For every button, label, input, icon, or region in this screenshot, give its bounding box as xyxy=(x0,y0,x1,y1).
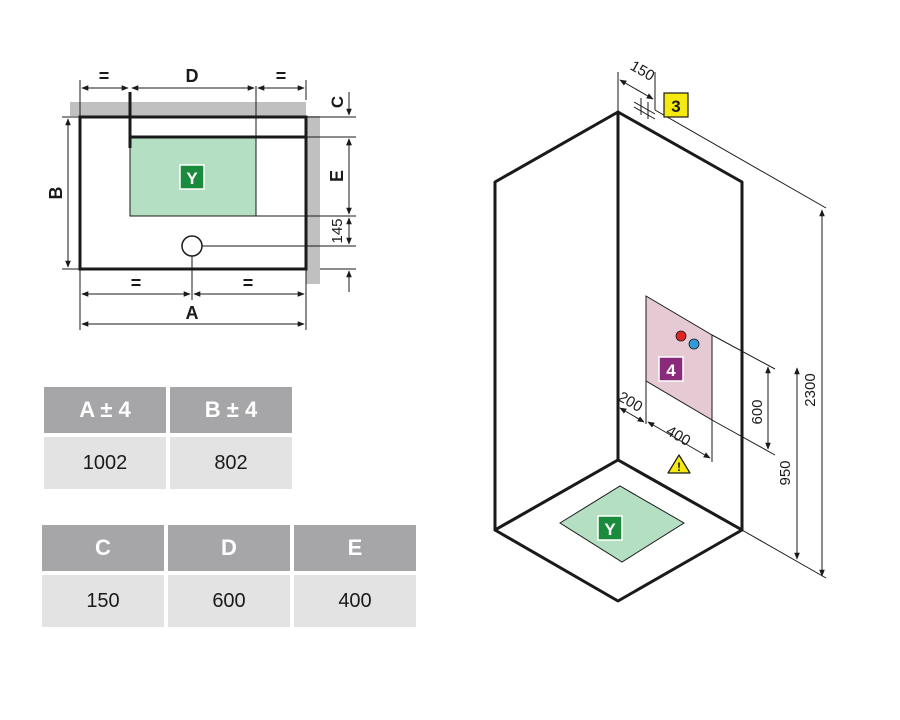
iso-cold-connector xyxy=(688,338,700,350)
table-ab-header-a: A ± 4 xyxy=(44,387,166,433)
plan-wall-top xyxy=(70,102,306,116)
table-cde-value-row: 150 600 400 xyxy=(42,575,416,627)
iso-y-badge xyxy=(597,515,623,541)
table-cde-value-e: 400 xyxy=(294,575,416,627)
plan-label-c: C xyxy=(328,96,347,108)
plan-label-eq-bottom-right: = xyxy=(243,273,254,293)
plan-drain xyxy=(181,235,203,257)
iso-panel-ext-bottom xyxy=(711,419,776,456)
iso-dim-150 xyxy=(619,79,654,100)
iso-warning-symbol: ! xyxy=(677,460,681,474)
dimension-table-ab: A ± 4 B ± 4 1002 802 xyxy=(40,383,296,493)
iso-label-600: 600 xyxy=(749,399,766,424)
iso-label-2300: 2300 xyxy=(802,373,819,406)
table-cde-header-row: C D E xyxy=(42,525,416,571)
dimension-table-cde: C D E 150 600 400 xyxy=(38,521,420,631)
iso-dim-200 xyxy=(619,407,645,423)
table-cde-header-e: E xyxy=(294,525,416,571)
iso-badge-3-label: 3 xyxy=(671,97,680,116)
iso-wall-hatch xyxy=(633,98,656,120)
table-cde-header-c: C xyxy=(42,525,164,571)
iso-left-wall xyxy=(493,110,620,532)
iso-badge-3 xyxy=(663,92,689,118)
table-cde-value-d: 600 xyxy=(168,575,290,627)
plan-label-d: D xyxy=(186,66,199,86)
plan-label-a: A xyxy=(186,303,199,323)
table-cde-value-c: 150 xyxy=(42,575,164,627)
plan-y-badge xyxy=(179,164,205,190)
plan-label-eq-top-left: = xyxy=(99,66,110,86)
plan-view: Y = D = B C E 145 xyxy=(46,66,356,330)
table-ab-header-b: B ± 4 xyxy=(170,387,292,433)
iso-view: Y 4 ! 600 400 200 950 2300 150 xyxy=(493,57,827,603)
table-ab-value-a: 1002 xyxy=(44,437,166,489)
table-ab-value-row: 1002 802 xyxy=(44,437,292,489)
iso-height-ext-top xyxy=(654,109,827,209)
table-cde-header-d: D xyxy=(168,525,290,571)
plan-label-b: B xyxy=(46,187,66,200)
iso-y-badge-label: Y xyxy=(604,520,616,539)
plan-y-badge-label: Y xyxy=(186,169,198,188)
iso-badge-4 xyxy=(658,356,684,382)
iso-label-950: 950 xyxy=(777,460,794,485)
iso-hot-connector xyxy=(675,330,687,342)
plan-label-145: 145 xyxy=(329,218,346,243)
iso-dim-400 xyxy=(647,421,711,459)
iso-height-ext-floor xyxy=(741,529,827,579)
plan-label-e: E xyxy=(327,170,347,182)
iso-label-150: 150 xyxy=(627,57,657,84)
iso-panel-ext-top xyxy=(711,334,776,370)
table-ab-header-row: A ± 4 B ± 4 xyxy=(44,387,292,433)
plan-label-eq-top-right: = xyxy=(276,66,287,86)
plan-label-eq-bottom-left: = xyxy=(131,273,142,293)
iso-badge-4-label: 4 xyxy=(666,361,676,380)
plan-wall-right xyxy=(306,116,320,284)
table-ab-value-b: 802 xyxy=(170,437,292,489)
iso-warning-icon xyxy=(667,454,691,474)
